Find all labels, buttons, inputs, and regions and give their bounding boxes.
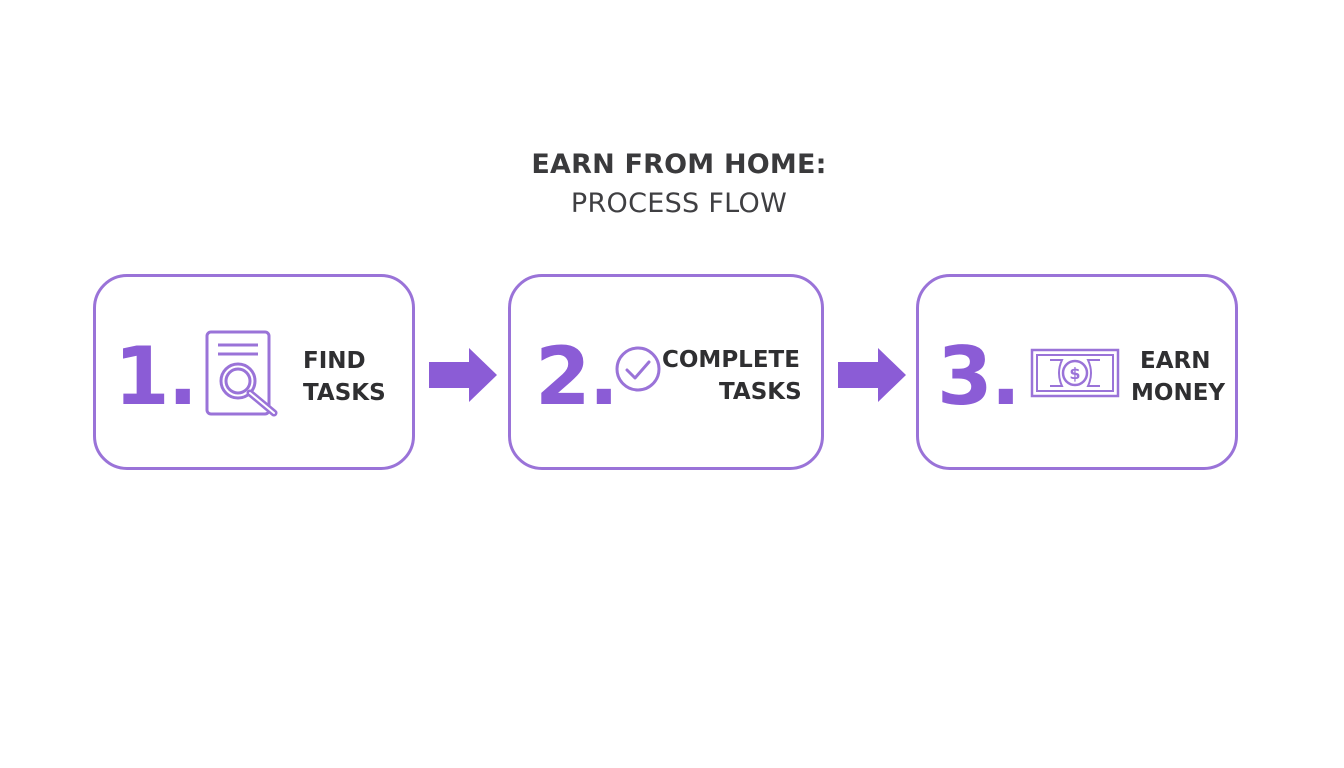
- step-2-label-line1: COMPLETE: [662, 347, 800, 373]
- step-2-box: 2. COMPLETE TASKS: [508, 274, 824, 470]
- diagram-subtitle: PROCESS FLOW: [570, 188, 788, 219]
- step-3-label-line1: EARN: [1140, 348, 1211, 374]
- step-3-label-line2: MONEY: [1131, 380, 1226, 406]
- step-1-label-line2: TASKS: [303, 380, 386, 406]
- arrow-right-icon: [429, 348, 497, 402]
- step-1-label-line1: FIND: [303, 348, 366, 374]
- checkmark-circle-icon: [615, 346, 661, 392]
- step-2-label-line2: TASKS: [719, 379, 802, 405]
- title-block: EARN FROM HOME: PROCESS FLOW: [0, 146, 1344, 224]
- diagram-title: EARN FROM HOME:: [531, 149, 827, 180]
- step-1-box: 1. FIND TASKS: [93, 274, 415, 470]
- arrow-right-icon: [838, 348, 906, 402]
- step-3-box: 3. $ EARN MONEY: [916, 274, 1238, 470]
- svg-text:$: $: [1069, 364, 1080, 383]
- step-2-number: 2.: [535, 330, 619, 423]
- step-1-number: 1.: [114, 330, 198, 423]
- document-search-icon: [205, 330, 278, 417]
- step-3-number: 3.: [937, 330, 1021, 423]
- dollar-bill-icon: $: [1030, 348, 1120, 398]
